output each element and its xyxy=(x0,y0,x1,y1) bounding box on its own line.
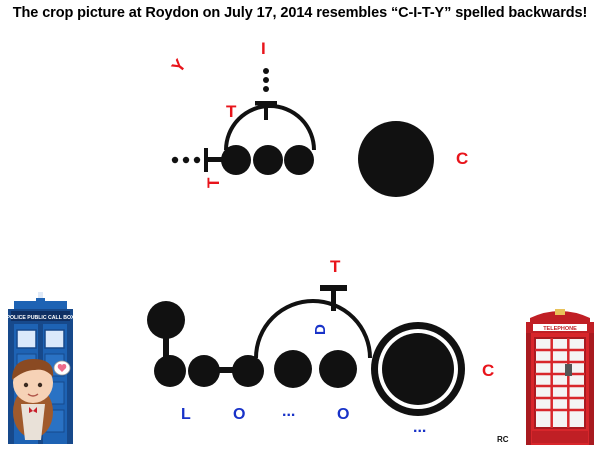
headline: The crop picture at Roydon on July 17, 2… xyxy=(12,5,588,21)
tardis-lamp xyxy=(38,292,43,299)
heart-icon xyxy=(57,364,67,372)
bottom-arc xyxy=(254,299,372,359)
bottom-connector xyxy=(218,367,234,373)
bottom-letter-d: D xyxy=(312,324,329,335)
top-inner-disk xyxy=(358,121,434,197)
tardis-window-left xyxy=(16,329,37,349)
bottom-t-bar xyxy=(320,285,347,291)
credit-label: RC xyxy=(497,435,509,444)
top-letter-t-side: T xyxy=(204,177,223,188)
tardis-sign-panel xyxy=(11,311,70,321)
bottom-letter-t: T xyxy=(330,257,341,276)
top-dot-vertical xyxy=(263,77,269,83)
bottom-circle-1 xyxy=(154,355,186,387)
tardis-sign: POLICE PUBLIC CALL BOX xyxy=(7,315,75,321)
top-crop-glyph xyxy=(171,68,434,219)
bottom-letter-c: C xyxy=(482,361,494,380)
figure-hair xyxy=(12,359,54,380)
tardis-illustration: POLICE PUBLIC CALL BOX xyxy=(7,292,75,444)
bottom-circle-5 xyxy=(319,350,357,388)
phone-box-roof xyxy=(530,311,590,323)
crown-icon xyxy=(555,309,565,315)
telephone-box-illustration: TELEPHONE xyxy=(526,309,594,445)
figure-face xyxy=(13,363,53,403)
bottom-circle-4 xyxy=(274,350,312,388)
top-circle-3 xyxy=(284,145,314,175)
cartoon-doctor-figure xyxy=(12,359,54,440)
top-letter-c: C xyxy=(456,149,468,168)
bottom-left-stem xyxy=(163,337,169,358)
bottom-t-stem xyxy=(331,289,336,311)
top-left-stem xyxy=(206,157,226,162)
top-dot-vertical xyxy=(263,68,269,74)
top-letter-t-upper: T xyxy=(226,102,237,121)
top-arc xyxy=(224,104,316,151)
top-letter-i: I xyxy=(261,39,266,58)
top-t-bar xyxy=(255,101,277,106)
top-dot-vertical xyxy=(263,86,269,92)
top-circle-2 xyxy=(253,145,283,175)
phone-box-window xyxy=(534,337,586,429)
top-circle-1 xyxy=(221,145,251,175)
bottom-ellipsis-1: ... xyxy=(282,403,295,420)
top-left-dot xyxy=(193,156,201,164)
bottom-ring-inner xyxy=(382,333,454,405)
tardis-window-right xyxy=(44,329,65,349)
phone-box-sign: TELEPHONE xyxy=(543,326,577,332)
bow-tie xyxy=(29,407,37,413)
bottom-letter-o-2: O xyxy=(337,406,349,423)
top-left-dot xyxy=(171,156,179,164)
bottom-letter-o-1: O xyxy=(233,406,245,423)
top-left-dot xyxy=(182,156,190,164)
bottom-upper-left-circle xyxy=(147,301,185,339)
phone-handset-icon xyxy=(565,364,572,376)
top-letter-y: Y xyxy=(168,55,190,76)
bottom-circle-3 xyxy=(232,355,264,387)
bottom-ellipsis-2: ... xyxy=(413,419,426,436)
bottom-letter-l: L xyxy=(181,406,191,423)
bottom-crop-glyph xyxy=(147,285,465,416)
top-t-stem xyxy=(264,104,268,120)
bottom-circle-2 xyxy=(188,355,220,387)
